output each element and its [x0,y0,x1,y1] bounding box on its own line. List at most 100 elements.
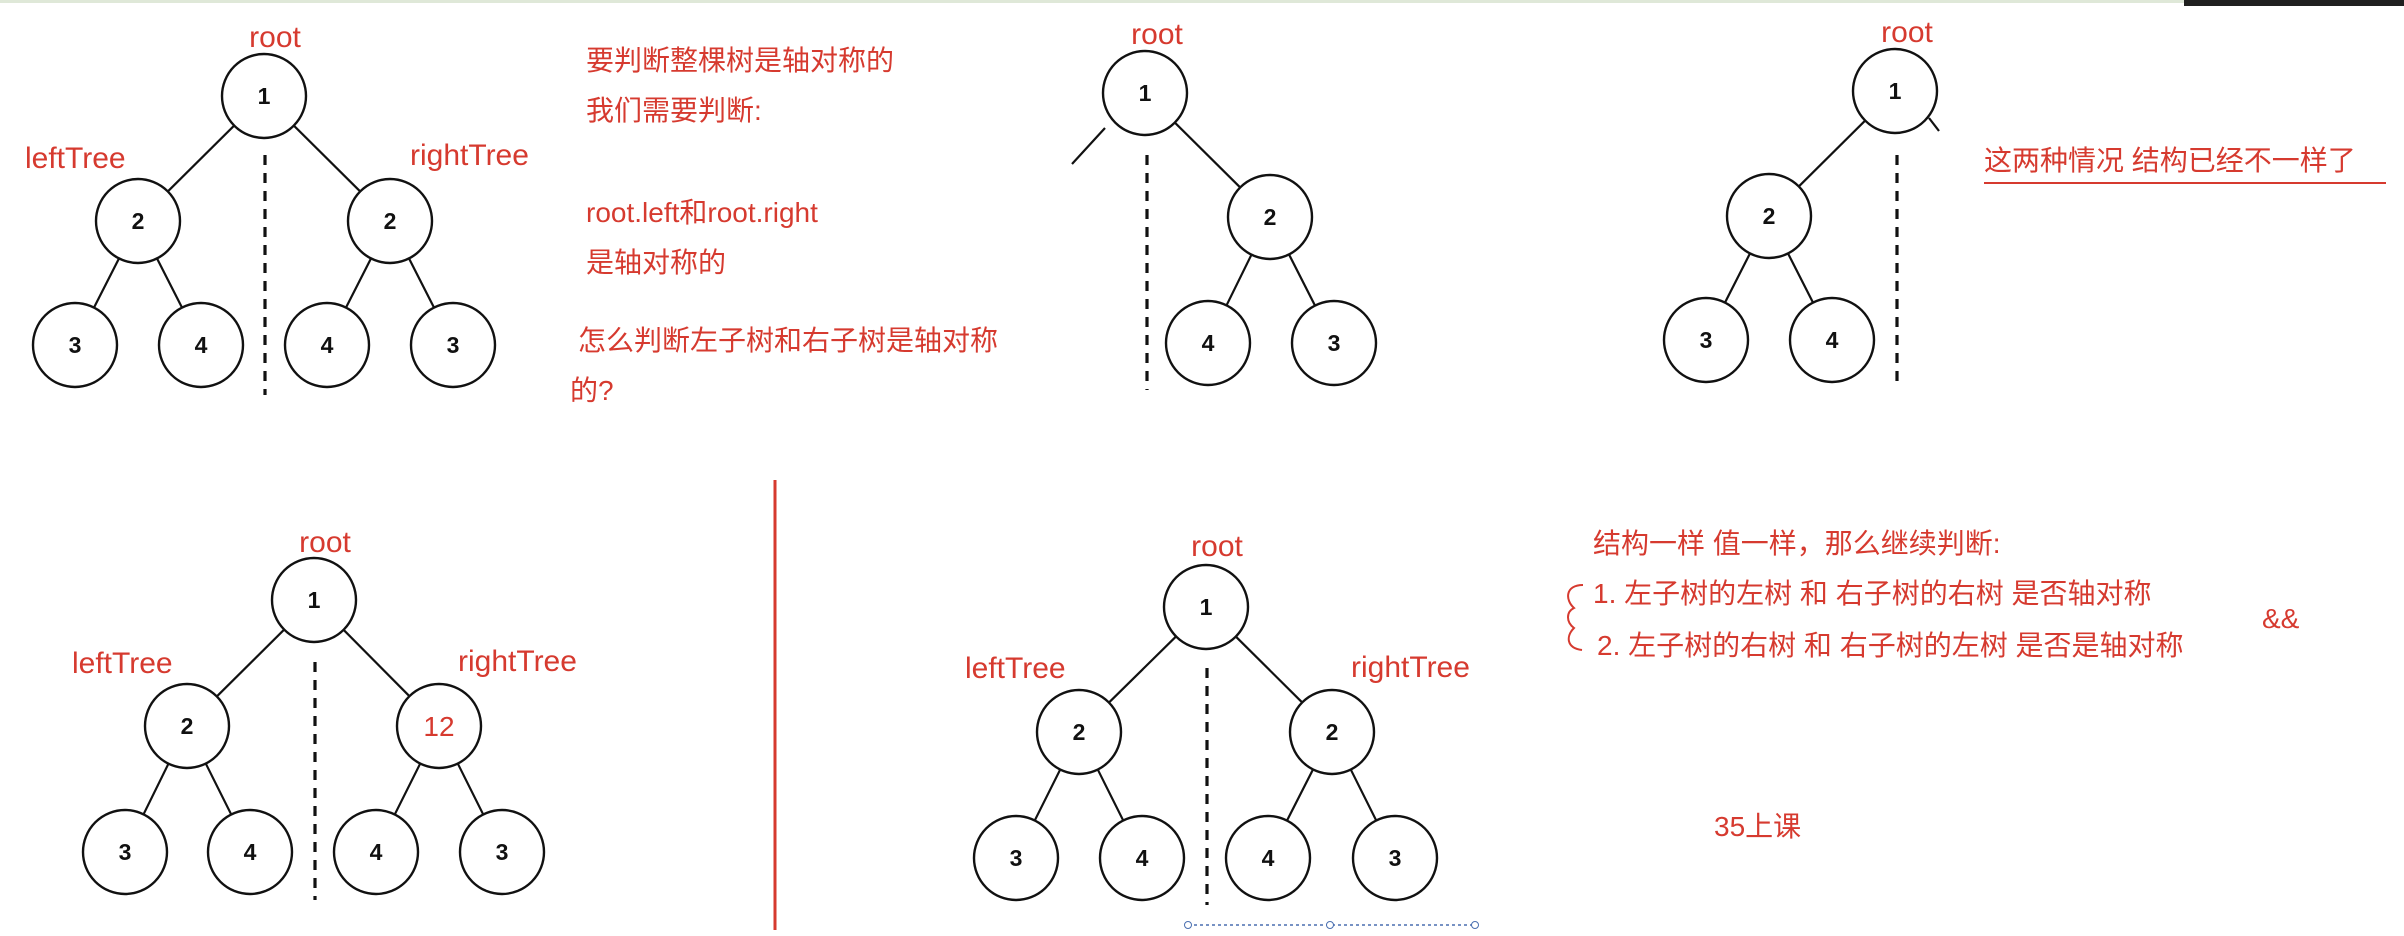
tree-node: 4 [1788,296,1876,384]
selection-handle[interactable] [1184,921,1192,929]
node-circle [81,808,169,896]
tree-edge [1724,252,1751,304]
node-circle [1851,47,1939,135]
selection-handle[interactable] [1471,921,1479,929]
tree-node: 4 [1164,299,1252,387]
tree-edge [342,629,411,697]
node-circle [1035,688,1123,776]
brace-mark [1567,584,1584,651]
node-value: 2 [384,208,397,234]
selection-handle[interactable] [1326,921,1334,929]
tree-edge [93,257,120,309]
node-circle [1662,296,1750,384]
label-root: root [1191,530,1243,563]
tree-node: 3 [972,814,1060,902]
corner-overlay [2184,0,2404,6]
tree-edge [1033,769,1062,821]
tree-edge [345,257,372,309]
tree-node: 1 [220,52,308,140]
node-circle [1101,49,1189,137]
node-value: 4 [321,332,334,358]
tree-edge [142,763,170,815]
node-circle [409,301,497,389]
tree-node: 2 [94,177,182,265]
node-value: 2 [1763,203,1776,229]
note-item-1: 1. 左子树的左树 和 右子树的右树 是否轴对称 [1593,578,2151,609]
tree-node: 2 [1226,173,1314,261]
label-root: root [299,526,351,559]
node-circle [31,301,119,389]
tree-edge [408,257,435,309]
tree-edge [1798,119,1866,188]
node-circle [1288,688,1376,776]
node-value: 1 [1200,594,1213,620]
note-is-symmetric: 是轴对称的 [586,247,726,278]
node-circle [157,301,245,389]
tree-node: 2 [143,682,231,770]
note-judge-whole: 要判断整棵树是轴对称的 [586,45,894,76]
node-circle [1725,172,1813,260]
node-value: 4 [244,839,257,865]
node-circle [1226,173,1314,261]
tree-node: 3 [1290,299,1378,387]
node-value: 4 [370,839,383,865]
note-class-time: 35上课 [1714,811,1801,842]
tree-edge [167,124,235,193]
node-circle [206,808,294,896]
node-value: 2 [1264,204,1277,230]
node-value: 1 [308,587,321,613]
tree-node: 3 [81,808,169,896]
label-root: root [1881,16,1933,49]
tree-node: 2 [1288,688,1376,776]
tree-edge [456,763,485,815]
node-value: 3 [119,839,132,865]
tree-node: 3 [409,301,497,389]
tree-edge [1349,769,1378,821]
node-value: 4 [1262,845,1275,871]
node-value: 4 [1826,327,1839,353]
node-circle [1162,563,1250,651]
tree-edge [1286,768,1314,822]
tree-node: 3 [1662,296,1750,384]
tree-edge [216,628,285,698]
node-circle [94,177,182,265]
tree-node: 2 [346,177,434,265]
tree-node: 1 [1101,49,1189,137]
node-circle [458,808,546,896]
tree-node: 4 [157,301,245,389]
label-left: leftTree [965,652,1066,685]
node-value: 12 [423,711,454,742]
tree-edge [1174,121,1241,189]
note-item-2: 2. 左子树的右树 和 右子树的左树 是否是轴对称 [1597,630,2183,661]
top-border-line [0,0,2404,3]
label-right: rightTree [410,139,529,172]
node-circle [1351,814,1439,902]
node-value: 1 [1139,80,1152,106]
label-left: leftTree [25,142,126,175]
node-circle [1290,299,1378,387]
tree-node: 1 [1162,563,1250,651]
node-value: 2 [181,713,194,739]
label-right: rightTree [458,645,577,678]
label-right: rightTree [1351,651,1470,684]
node-value: 3 [496,839,509,865]
node-value: 3 [1328,330,1341,356]
tree-node: 12 [395,682,483,770]
tree-edge [1288,253,1316,307]
tree-node: 4 [1224,814,1312,902]
node-circle [1164,299,1252,387]
tree-edge [156,257,183,309]
tree-edge [1096,769,1125,821]
node-circle [972,814,1060,902]
node-value: 2 [1073,719,1086,745]
tree-node: 3 [31,301,119,389]
node-value: 3 [69,332,82,358]
